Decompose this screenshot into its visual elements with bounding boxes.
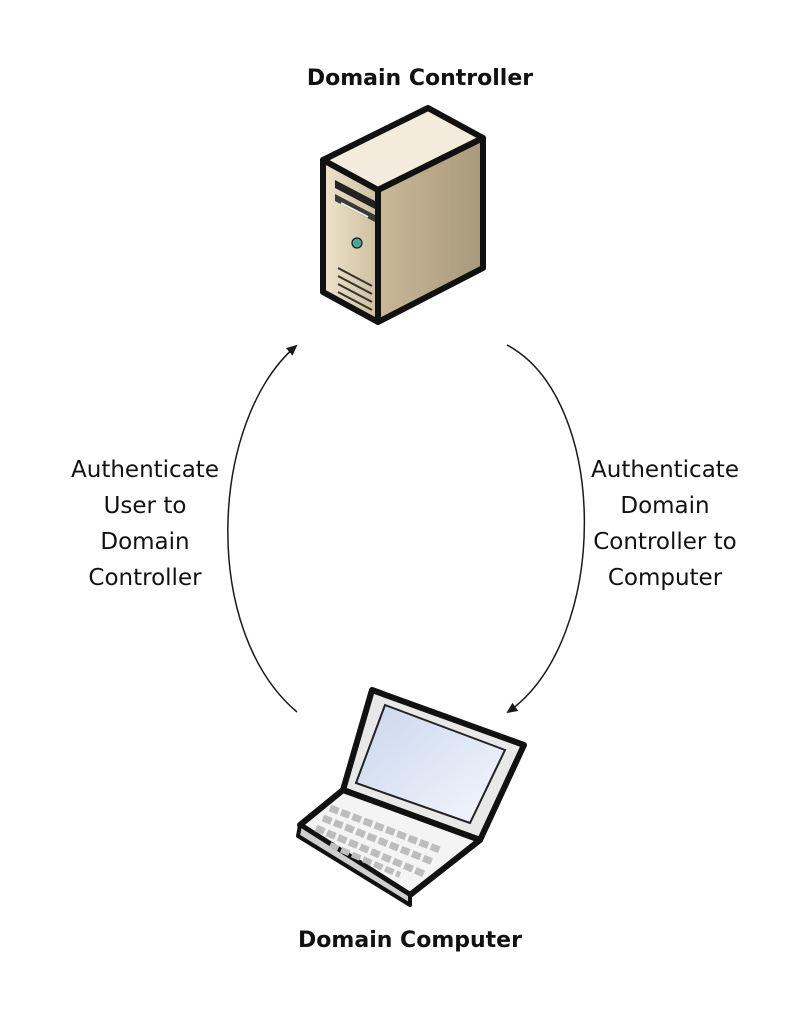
domain-computer-label: Domain Computer <box>298 928 522 953</box>
domain-controller-label: Domain Controller <box>306 66 534 91</box>
laptop-icon <box>296 687 527 907</box>
arrow-controller-to-computer <box>506 344 586 714</box>
server-tower-icon <box>320 105 486 325</box>
edge-label-controller-to-computer: Authenticate Domain Controller to Comput… <box>591 457 739 591</box>
arrow-user-to-controller <box>227 344 298 713</box>
edge-label-user-to-controller: Authenticate User to Domain Controller <box>71 457 219 591</box>
